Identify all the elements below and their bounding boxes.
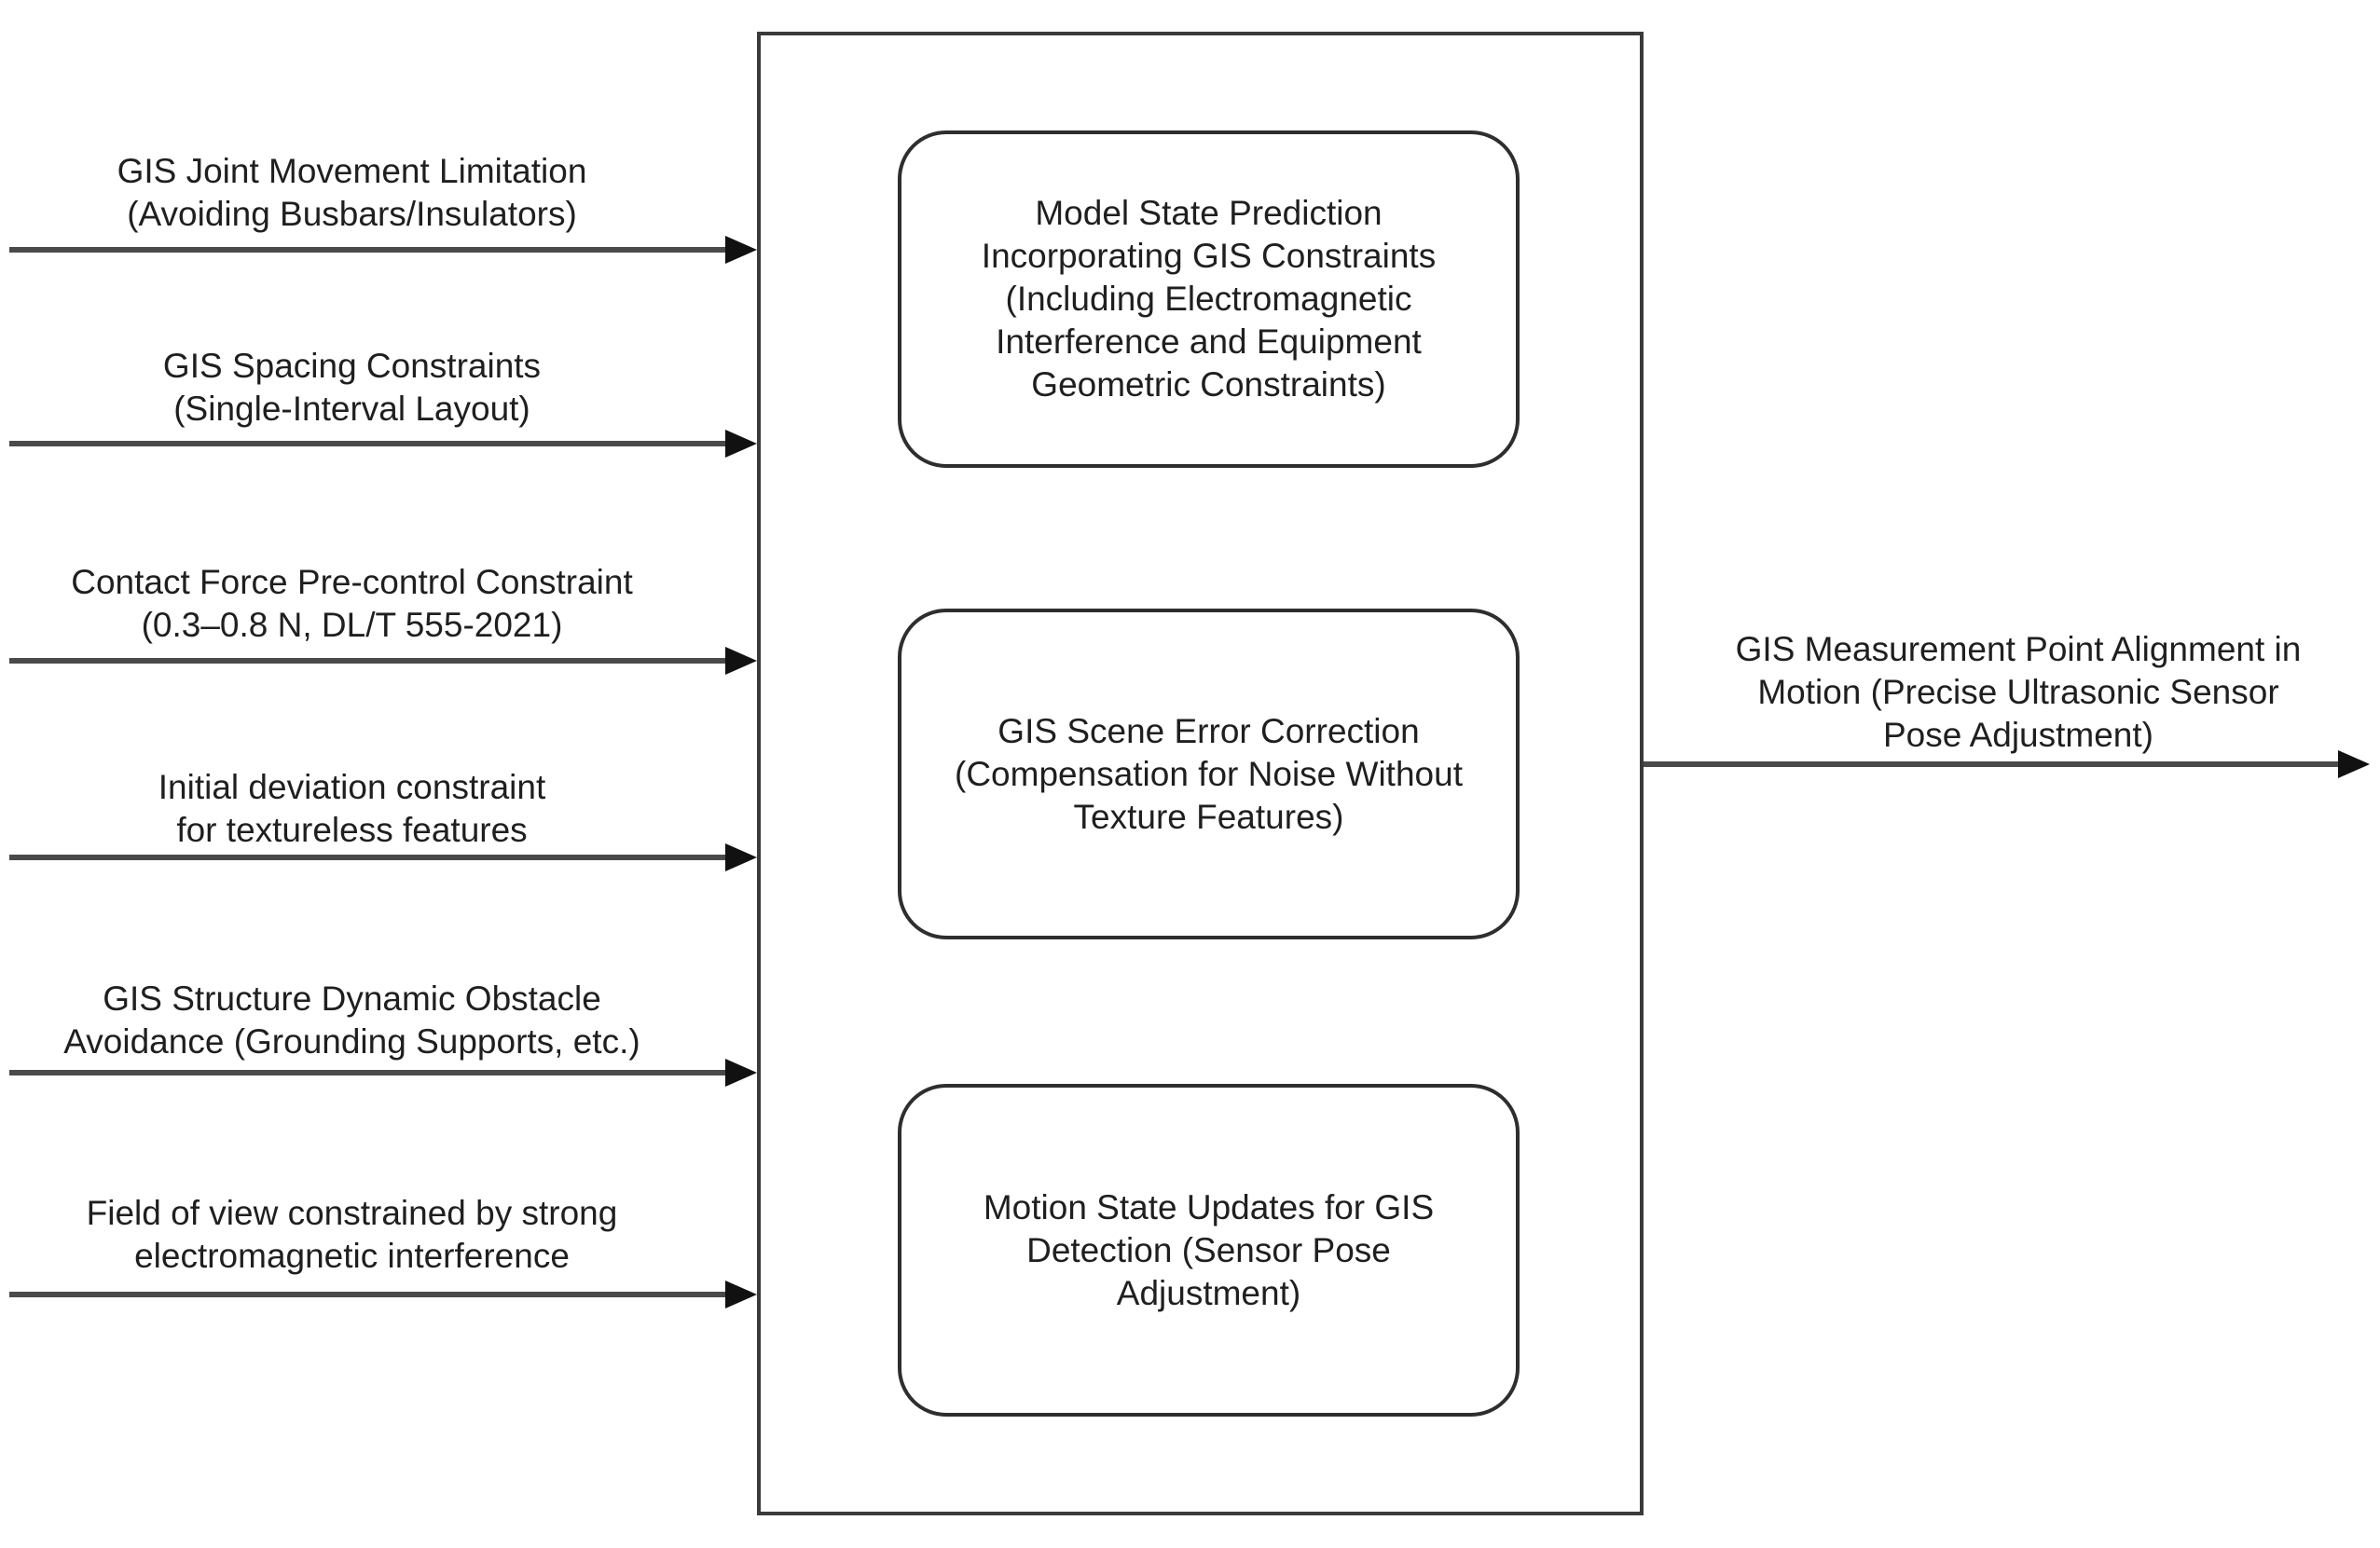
- input-label-obstacle-avoidance: GIS Structure Dynamic Obstacle Avoidance…: [63, 979, 640, 1061]
- process-box-scene-error-correction: GIS Scene Error Correction (Compensation…: [898, 609, 1520, 939]
- input-label-field-of-view: Field of view constrained by strong elec…: [86, 1194, 618, 1275]
- arrow-head-icon: [725, 1281, 757, 1308]
- arrow-line: [9, 658, 733, 664]
- arrow-line: [9, 1070, 733, 1075]
- output-label-measurement-alignment: GIS Measurement Point Alignment in Motio…: [1735, 630, 2302, 754]
- input-label-initial-deviation: Initial deviation constraint for texture…: [158, 768, 546, 849]
- arrow-head-icon: [725, 1059, 757, 1087]
- arrow-line: [9, 441, 733, 446]
- arrow-line: [9, 1292, 733, 1297]
- input-arrow-joint-movement: [9, 236, 757, 264]
- arrow-line: [9, 855, 733, 860]
- process-box-label: Model State Prediction Incorporating GIS…: [981, 194, 1437, 404]
- arrow-line: [9, 247, 733, 253]
- arrow-head-icon: [2338, 750, 2370, 778]
- input-arrow-obstacle-avoidance: [9, 1059, 757, 1087]
- process-box-label: GIS Scene Error Correction (Compensation…: [955, 711, 1463, 836]
- input-arrow-field-of-view: [9, 1281, 757, 1308]
- arrow-head-icon: [725, 430, 757, 458]
- output-arrow-measurement-alignment: [1644, 750, 2370, 778]
- input-label-joint-movement: GIS Joint Movement Limitation (Avoiding …: [117, 152, 587, 233]
- process-box-motion-state-updates: Motion State Updates for GIS Detection (…: [898, 1084, 1520, 1417]
- input-arrow-spacing-constraints: [9, 430, 757, 458]
- process-box-model-state-prediction: Model State Prediction Incorporating GIS…: [898, 130, 1520, 468]
- arrow-line: [1644, 761, 2346, 767]
- arrow-head-icon: [725, 843, 757, 871]
- input-arrow-initial-deviation: [9, 843, 757, 871]
- input-arrow-contact-force: [9, 647, 757, 675]
- input-label-spacing-constraints: GIS Spacing Constraints (Single-Interval…: [162, 347, 542, 428]
- arrow-head-icon: [725, 236, 757, 264]
- arrow-head-icon: [725, 647, 757, 675]
- process-box-label: Motion State Updates for GIS Detection (…: [983, 1187, 1435, 1312]
- input-label-contact-force: Contact Force Pre-control Constraint (0.…: [71, 563, 633, 644]
